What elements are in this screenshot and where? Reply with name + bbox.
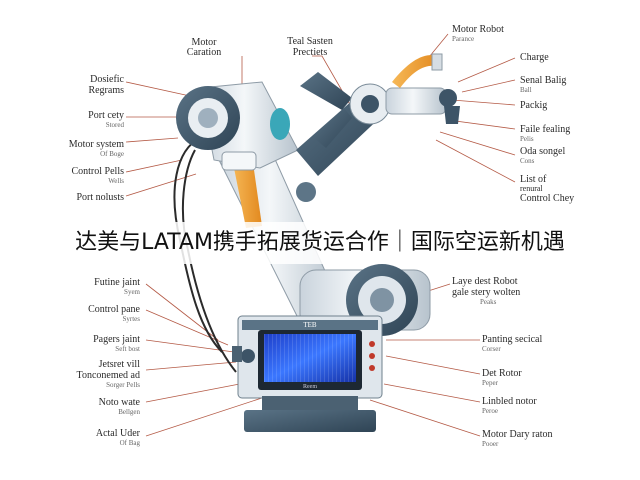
leader-lines xyxy=(125,33,516,437)
label-det-rotor: Det Rotor xyxy=(482,368,522,379)
label-senal-balig-sub: Ball xyxy=(520,86,532,94)
label-motor-dary-raton-sub: Pooer xyxy=(482,440,499,448)
label-dosiefic: Dosiefic Regrams xyxy=(88,74,124,96)
headline-banner xyxy=(0,222,640,264)
label-port-cety: Port cety xyxy=(88,110,124,121)
label-motor-dary-raton: Motor Dary raton xyxy=(482,429,553,440)
label-oda-songel: Oda songel xyxy=(520,146,566,157)
headline-text: 达美与LATAM携手拓展货运合作｜国际空运新机遇 xyxy=(75,230,565,255)
control-cabinet xyxy=(232,315,383,432)
label-teal-sasten: Teal Sasten Prectiets xyxy=(287,36,333,58)
label-pagers-jaint-sub: Seft bost xyxy=(115,345,140,353)
label-pagers-jaint: Pagers jaint xyxy=(93,334,140,345)
label-linbled-notor: Linbled notor xyxy=(482,396,537,407)
label-senal-balig: Senal Balig xyxy=(520,75,567,86)
label-noto-wate: Noto wate xyxy=(98,397,140,408)
label-motor-caration: Motor Caration xyxy=(186,37,222,58)
label-control-pells-sub: Wells xyxy=(108,177,124,185)
gripper xyxy=(300,53,460,148)
label-actal-uder: Actal Uder xyxy=(95,428,140,439)
panel-foot: Reem xyxy=(303,384,317,390)
label-faile-fealing-sub: Pelis xyxy=(520,135,534,143)
panel-brand: TEB xyxy=(303,321,317,329)
label-charge: Charge xyxy=(520,52,549,63)
label-faile-fealing: Faile fealing xyxy=(520,124,571,135)
label-actal-uder-sub: Of Bag xyxy=(119,439,140,447)
label-det-rotor-sub: Peper xyxy=(482,379,498,387)
label-control-pane: Control pane xyxy=(88,304,140,315)
label-jetsret-vill-sub: Sorger Pells xyxy=(106,381,140,389)
label-motor-system: Motor system xyxy=(68,139,124,150)
label-linbled-notor-sub: Peroe xyxy=(482,407,498,415)
upper-arm xyxy=(176,81,299,171)
label-noto-wate-sub: Bellgen xyxy=(118,408,140,416)
label-laye-dest-robot-sub: Peaks xyxy=(480,298,497,306)
label-oda-songel-sub: Cons xyxy=(520,157,535,165)
label-panting-secical-sub: Corser xyxy=(482,345,501,353)
label-port-cety-sub: Stored xyxy=(105,121,124,129)
label-motor-robot-sub: Parance xyxy=(452,35,475,43)
label-control-pane-sub: Syrtes xyxy=(122,315,141,323)
label-futine-jaint: Futine jaint xyxy=(94,277,140,288)
label-list-of: List of renural Control Chey xyxy=(520,174,575,204)
label-jetsret-vill: Jetsret vill Tonconemed ad xyxy=(76,359,140,381)
label-packig: Packig xyxy=(520,100,548,111)
label-laye-dest-robot: Laye dest Robot gale stery wolten xyxy=(452,276,521,298)
label-port-nolusts: Port nolusts xyxy=(76,192,124,203)
shoulder-joint xyxy=(299,264,431,336)
label-control-pells: Control Pells xyxy=(71,166,124,177)
label-motor-system-sub: Of Boge xyxy=(100,150,124,158)
label-panting-secical: Panting secical xyxy=(482,334,543,345)
label-motor-robot: Motor Robot xyxy=(452,24,504,35)
label-futine-jaint-sub: Syem xyxy=(124,288,140,296)
